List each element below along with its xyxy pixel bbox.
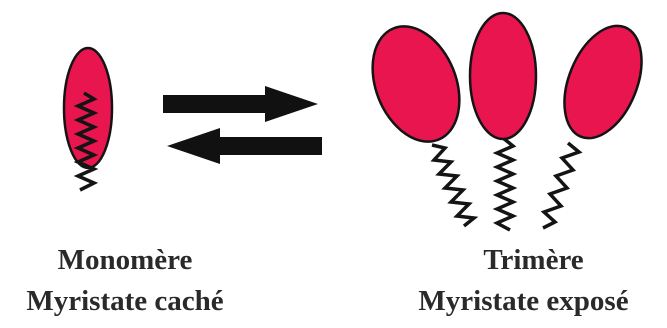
trimer-right-protein-body: [549, 15, 656, 150]
forward-arrow: [163, 86, 318, 122]
trimer-right-myristate-chain: [543, 143, 579, 228]
equilibrium-arrows: [163, 86, 322, 164]
trimer-protein: [356, 13, 656, 230]
reverse-arrow: [167, 128, 322, 164]
monomer-subtitle: Myristate caché: [0, 287, 250, 316]
trimer-title: Trimère: [400, 246, 667, 275]
trimer-left-myristate-chain: [432, 145, 474, 226]
trimer-center-protein-body: [470, 13, 536, 139]
trimer-subtitle: Myristate exposé: [380, 287, 667, 316]
monomer-title: Monomère: [0, 246, 250, 275]
trimer-left-protein-body: [356, 13, 475, 154]
monomer-protein-body: [64, 48, 112, 168]
trimer-center-myristate-chain: [497, 138, 513, 230]
monomer-protein: [64, 48, 112, 190]
